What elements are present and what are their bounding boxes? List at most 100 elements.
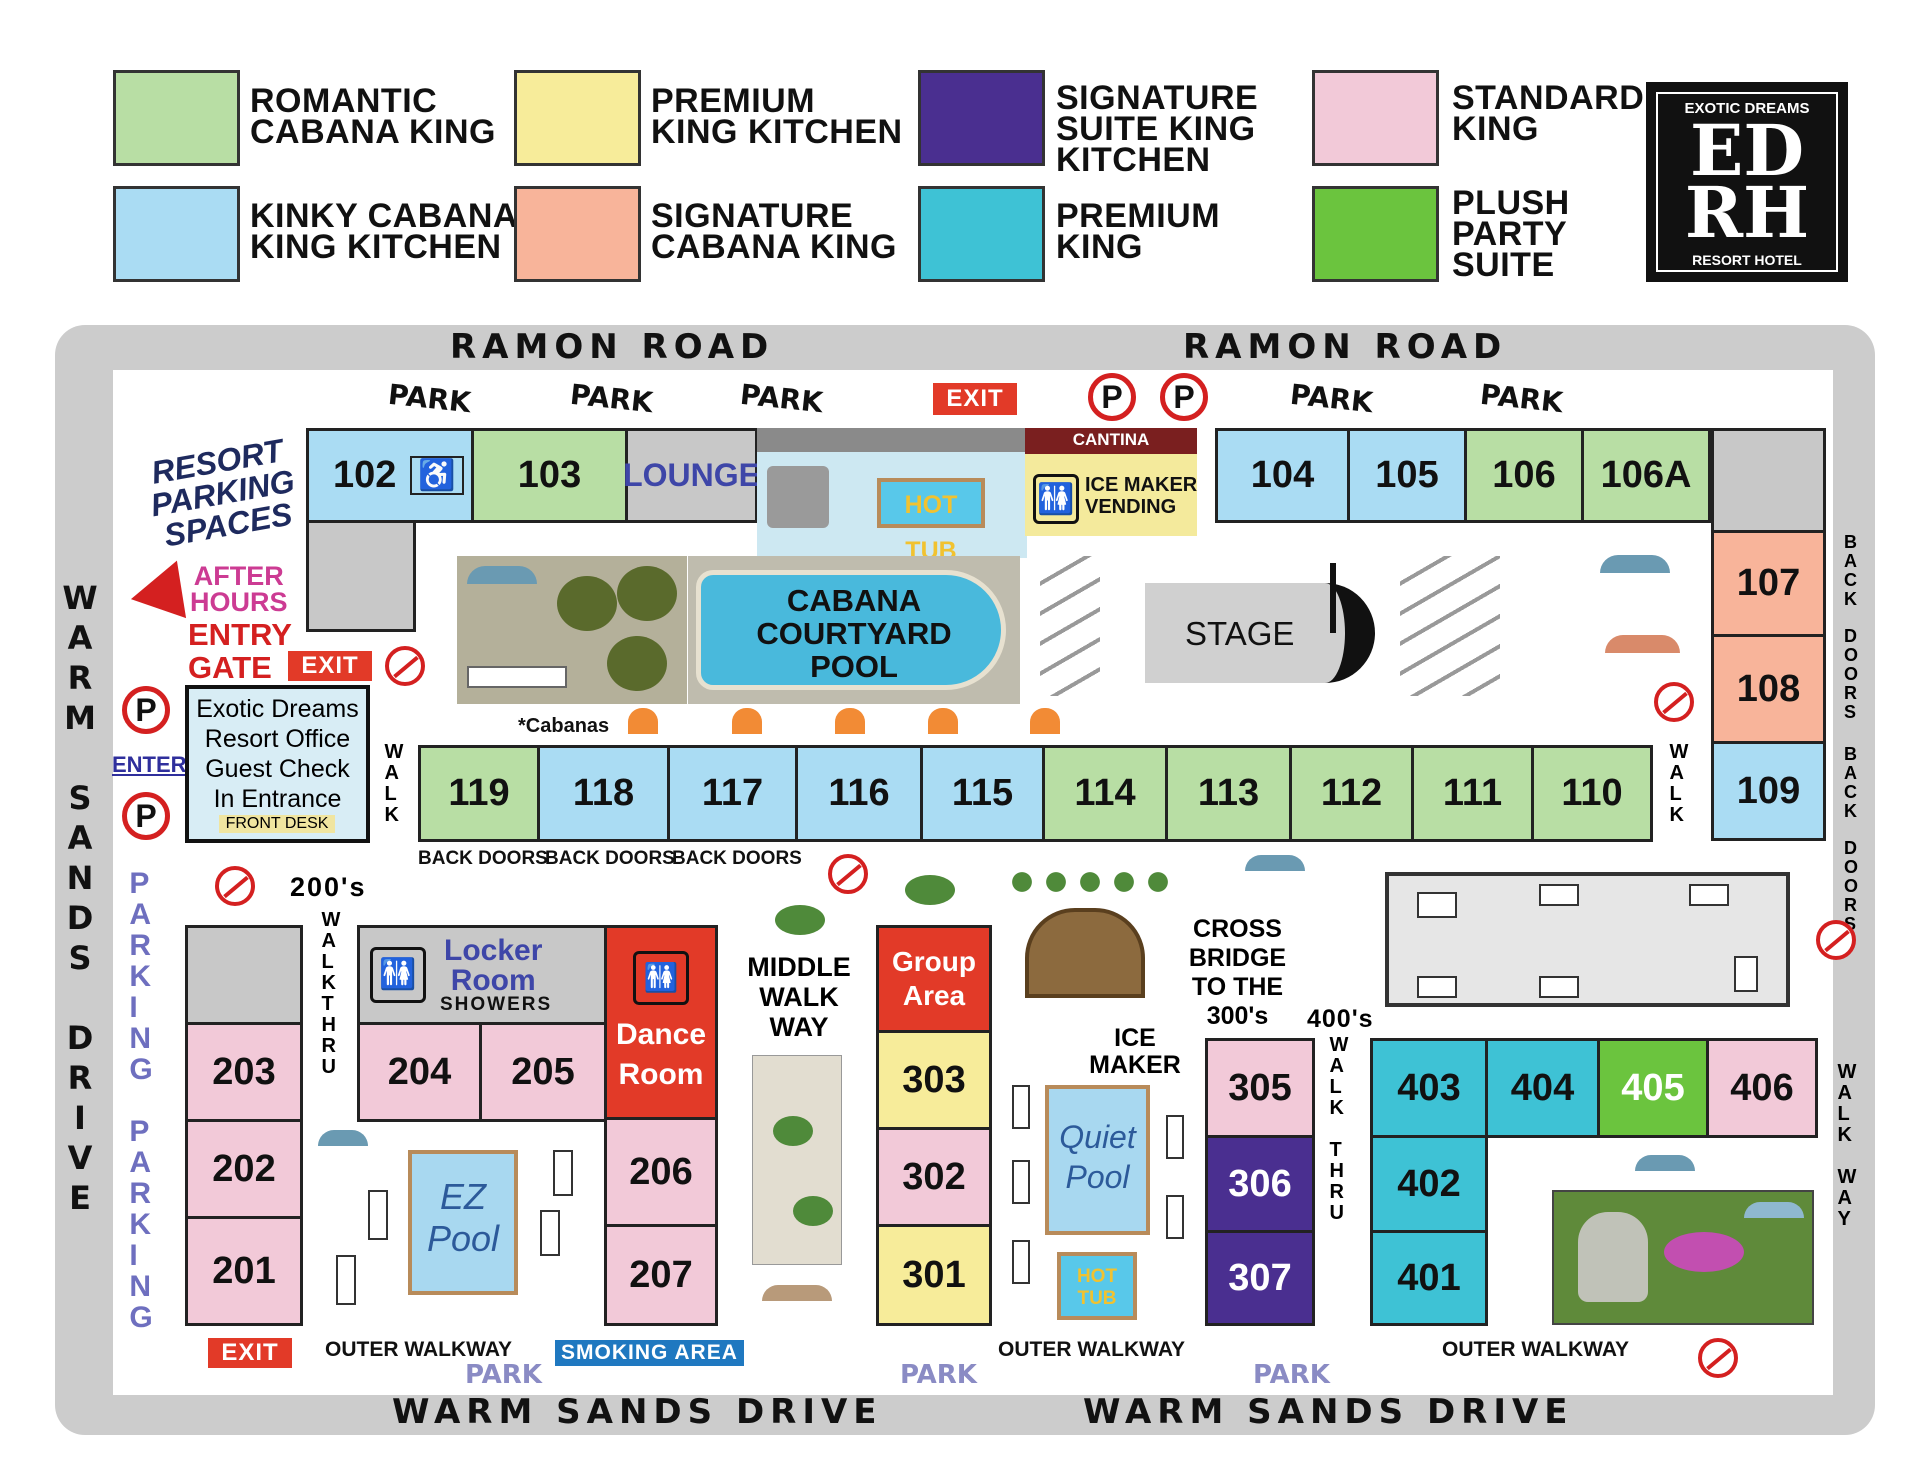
restroom-icon: 🚻 [370,947,426,1003]
office-line: Resort Office [204,725,351,753]
room-406[interactable]: 406 [1706,1038,1818,1138]
room-106[interactable]: 106 [1464,428,1584,523]
courtyard-garden [457,556,687,704]
palm-tree-icon [793,1196,833,1226]
front-desk-label: FRONT DESK [219,815,335,833]
room-402[interactable]: 402 [1370,1135,1488,1233]
bed-icon [1417,976,1457,998]
quiet-pool[interactable]: Quiet Pool [1045,1085,1150,1235]
after-hours-label: AFTER HOURS [190,561,288,617]
room-108[interactable]: 108 [1711,634,1826,744]
room-103[interactable]: 103 [471,428,628,523]
room-118[interactable]: 118 [537,745,670,842]
legend-swatch-signature-cabana-king [514,186,641,282]
palm-tree-icon [607,636,667,691]
room-111[interactable]: 111 [1411,745,1534,842]
room-404[interactable]: 404 [1485,1038,1600,1138]
pool-water [696,570,1006,690]
room-305[interactable]: 305 [1205,1038,1315,1138]
room-206[interactable]: 206 [604,1117,718,1227]
lounge-chair-icon [336,1255,356,1305]
legend-label-premium-king-kitchen: PREMIUM KING KITCHEN [651,82,903,151]
legend-label-signature-suite-king-kitchen: SIGNATURE SUITE KING KITCHEN [1056,79,1259,179]
room-201[interactable]: 201 [185,1216,303,1326]
room-116[interactable]: 116 [795,745,923,842]
cabana-courtyard-pool[interactable]: CABANA COURTYARD POOL [688,556,1020,704]
room-110[interactable]: 110 [1531,745,1653,842]
room-102[interactable]: 102♿ [306,428,474,523]
stage-label: STAGE [1185,615,1295,652]
restroom-icon: 🚻 [633,950,689,1005]
bed-icon [1539,976,1579,998]
room-303[interactable]: 303 [876,1030,992,1130]
room-114[interactable]: 114 [1042,745,1168,842]
room-204[interactable]: 204 [357,1022,482,1122]
storage-block [1711,428,1826,533]
room-302[interactable]: 302 [876,1127,992,1227]
room-306[interactable]: 306 [1205,1135,1315,1233]
pool-label: CABANA COURTYARD POOL [756,583,952,684]
room-106a[interactable]: 106A [1581,428,1711,523]
room-203[interactable]: 203 [185,1022,303,1122]
garden-fountain [1552,1190,1814,1325]
room-109[interactable]: 109 [1711,741,1826,841]
legend-swatch-premium-king [918,186,1045,282]
room-405[interactable]: 405 [1597,1038,1709,1138]
bridge-icon [1025,908,1145,998]
locker-room-label: Locker Room [444,934,543,997]
legend-label-romantic-cabana-king: ROMANTIC CABANA KING [250,82,497,151]
dance-room[interactable]: 🚻 Dance Room [604,925,718,1120]
lounge[interactable]: LOUNGE [623,428,760,523]
legend-label-signature-cabana-king: SIGNATURE CABANA KING [651,197,898,266]
room-119[interactable]: 119 [418,745,540,842]
legend: ROMANTIC CABANA KING KINKY CABANA KING K… [0,0,1920,300]
room-202[interactable]: 202 [185,1119,303,1219]
room-107[interactable]: 107 [1711,530,1826,637]
office-line: Exotic Dreams [196,695,359,723]
room-112[interactable]: 112 [1289,745,1414,842]
room-205[interactable]: 205 [479,1022,607,1122]
room-115[interactable]: 115 [920,745,1045,842]
middle-walk-way-label: MIDDLE WALK WAY [747,952,851,1042]
no-smoking-icon [1816,920,1856,960]
room-113[interactable]: 113 [1165,745,1292,842]
room-307[interactable]: 307 [1205,1230,1315,1326]
back-doors-label: BACK DOORS [672,848,802,869]
ez-pool-label: EZ Pool [426,1176,500,1259]
room-401[interactable]: 401 [1370,1230,1488,1326]
bench-icon [467,666,567,688]
palm-tree-icon [557,576,617,631]
room-207[interactable]: 207 [604,1224,718,1326]
restroom-icon: 🚻 [1033,474,1079,524]
ramon-road-label-1: RAMON ROAD [450,327,775,367]
umbrella-table-icon [318,1130,368,1146]
room-301[interactable]: 301 [876,1224,992,1326]
room-117[interactable]: 117 [667,745,798,842]
lounge-chair-icon [1166,1195,1184,1239]
showers-label: SHOWERS [440,994,553,1015]
room-105[interactable]: 105 [1347,428,1467,523]
storage-block [185,925,303,1025]
room-403[interactable]: 403 [1370,1038,1488,1138]
umbrella-table-icon [1600,555,1670,573]
logo-mark-ed: ED [1689,109,1805,192]
logo-top-text: EXOTIC DREAMS [1684,100,1810,117]
200s-label: 200's [290,872,367,902]
logo-bottom-text: RESORT HOTEL [1692,252,1802,268]
room-104[interactable]: 104 [1215,428,1350,523]
dance-room-label: Dance Room [615,1017,707,1091]
locker-room[interactable]: 🚻 Locker Room SHOWERS [357,925,607,1025]
cantina: CANTINA 🚻 ICE MAKER VENDING [1025,428,1197,536]
ez-pool[interactable]: EZ Pool [408,1150,518,1295]
enter-label: ENTER [112,752,187,777]
lounge-chairs [1400,556,1500,696]
group-area[interactable]: Group Area [876,925,992,1033]
hot-tub-small[interactable]: HOT TUB [1057,1252,1137,1320]
ice-maker-label: ICE MAKER [1089,1024,1181,1079]
lounge-chair-icon [553,1150,573,1196]
lounge-chair-icon [1012,1240,1030,1284]
